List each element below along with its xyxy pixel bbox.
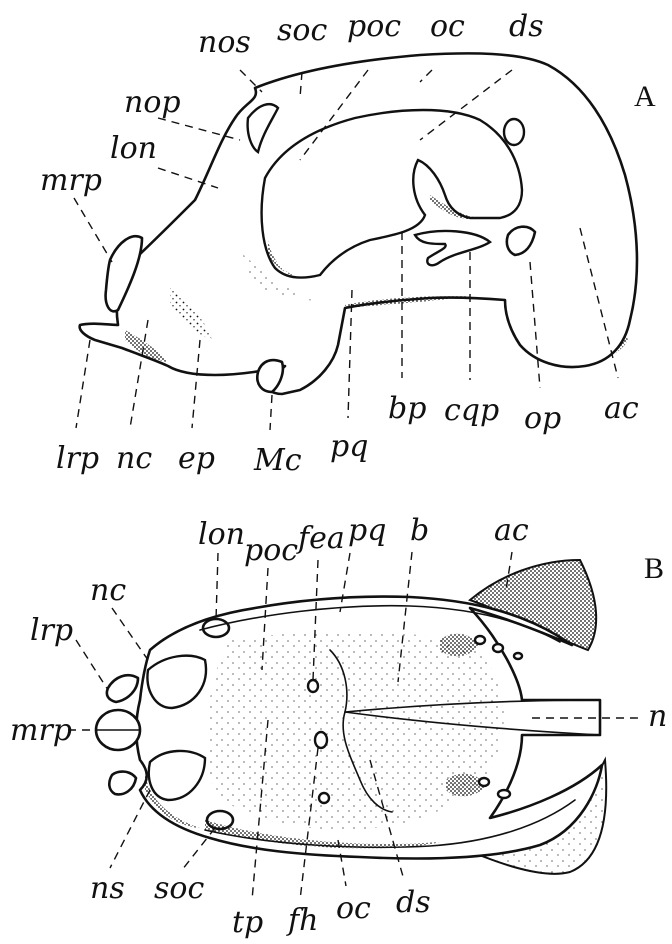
lateral-rostral-process-upper bbox=[107, 675, 138, 702]
label-a-bp: bp bbox=[388, 391, 426, 426]
label-b-poc: poc bbox=[244, 533, 298, 568]
label-a-oc: oc bbox=[430, 9, 465, 44]
foramen-b-4 bbox=[475, 636, 485, 644]
lateral-rostral-process-lower bbox=[109, 772, 136, 795]
label-b-ac: ac bbox=[494, 513, 529, 548]
leader-b-ns bbox=[110, 790, 150, 868]
label-a-nos: nos bbox=[198, 25, 251, 60]
foramen-b-1 bbox=[308, 680, 318, 692]
leader-a-mrp bbox=[74, 198, 112, 262]
label-b-lrp: lrp bbox=[30, 613, 73, 648]
foramen-b-6 bbox=[514, 653, 522, 659]
foramen-b-3 bbox=[319, 793, 329, 803]
label-b-tp: tp bbox=[232, 905, 263, 940]
label-a-ds: ds bbox=[509, 9, 544, 44]
panel-b-letter: B bbox=[644, 552, 664, 585]
leader-b-lon bbox=[216, 553, 218, 620]
leader-a-Mc bbox=[270, 395, 272, 430]
leader-a-lrp bbox=[76, 340, 90, 428]
foramen-b-5 bbox=[493, 644, 503, 652]
foramen-a bbox=[504, 119, 524, 145]
label-b-oc: oc bbox=[336, 891, 371, 926]
foramen-b-8 bbox=[498, 790, 510, 798]
leader-a-pq bbox=[348, 290, 352, 418]
foramen-b-2 bbox=[315, 732, 327, 748]
label-a-cqp: cqp bbox=[444, 393, 499, 428]
label-a-ep: ep bbox=[178, 441, 215, 476]
panel-a-letter: A bbox=[634, 80, 656, 113]
label-b-b: b bbox=[410, 513, 429, 548]
foramen-b-7 bbox=[479, 778, 489, 786]
label-b-nc: nc bbox=[90, 573, 126, 608]
label-a-nop: nop bbox=[124, 85, 181, 120]
panel-b-drawing: lon poc fea pq b ac nc lrp mrp n ns soc … bbox=[10, 513, 667, 940]
label-a-Mc: Mc bbox=[253, 443, 302, 478]
label-a-nc: nc bbox=[116, 441, 152, 476]
leader-b-nc bbox=[112, 608, 148, 660]
label-b-mrp: mrp bbox=[10, 713, 72, 748]
label-b-fea: fea bbox=[296, 521, 345, 556]
label-b-pq: pq bbox=[348, 513, 386, 548]
label-a-soc: soc bbox=[277, 13, 327, 48]
label-b-soc: soc bbox=[154, 871, 204, 906]
label-a-op: op bbox=[524, 401, 561, 436]
leader-b-lrp bbox=[76, 640, 108, 690]
panel-a-drawing: nos soc poc oc ds nop lon mrp lrp nc ep … bbox=[40, 9, 656, 478]
label-b-n: n bbox=[648, 699, 667, 734]
label-a-pq: pq bbox=[330, 429, 368, 464]
label-b-ds: ds bbox=[396, 885, 431, 920]
label-a-lon: lon bbox=[110, 131, 157, 166]
label-a-lrp: lrp bbox=[56, 441, 99, 476]
label-b-ns: ns bbox=[90, 871, 125, 906]
label-a-ac: ac bbox=[604, 391, 639, 426]
label-b-lon: lon bbox=[198, 517, 245, 552]
label-b-fh: fh bbox=[286, 903, 318, 938]
label-a-mrp: mrp bbox=[40, 163, 102, 198]
label-a-poc: poc bbox=[347, 9, 401, 44]
